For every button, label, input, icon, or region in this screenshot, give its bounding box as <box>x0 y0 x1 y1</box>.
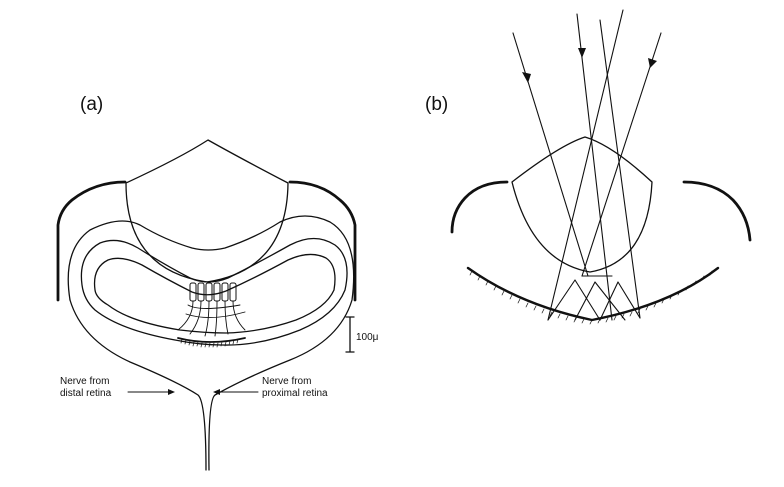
distal-retina-outer-a <box>80 237 348 346</box>
cup-wall-right-b <box>682 180 752 242</box>
eye-stalk-left-a <box>69 299 207 471</box>
photoreceptor-cells-a <box>177 282 246 337</box>
reflector-hatch-a <box>180 338 239 348</box>
nerve-proximal-arrowhead <box>213 389 220 395</box>
nerve-proximal-label-2: proximal retina <box>262 388 328 399</box>
panel-b-label: (b) <box>425 94 448 115</box>
nerve-distal-label-1: Nerve from <box>60 376 109 387</box>
cup-wall-left-a <box>56 180 127 302</box>
reflected-light-rays <box>547 275 641 321</box>
panel-a-label: (a) <box>80 94 103 115</box>
lens-b <box>511 136 653 273</box>
scale-bar: 100μ <box>345 316 379 353</box>
cup-wall-left-b <box>450 180 509 234</box>
eye-cup-outline-a <box>67 215 355 471</box>
cup-wall-right-a <box>288 180 357 302</box>
panel-a: (a) 100μ <box>56 94 379 471</box>
mirror-hatch-b <box>469 270 713 325</box>
panel-b: (b) <box>425 9 752 325</box>
distal-retina-inner-a <box>93 253 336 334</box>
reflector-a <box>177 337 246 343</box>
nerve-distal-label-2: distal retina <box>60 388 112 399</box>
nerve-proximal-label-1: Nerve from <box>262 376 311 387</box>
lens-a <box>125 139 289 283</box>
scale-bar-label: 100μ <box>356 332 379 343</box>
incoming-light-rays <box>512 9 662 321</box>
nerve-distal-arrowhead <box>168 389 175 395</box>
